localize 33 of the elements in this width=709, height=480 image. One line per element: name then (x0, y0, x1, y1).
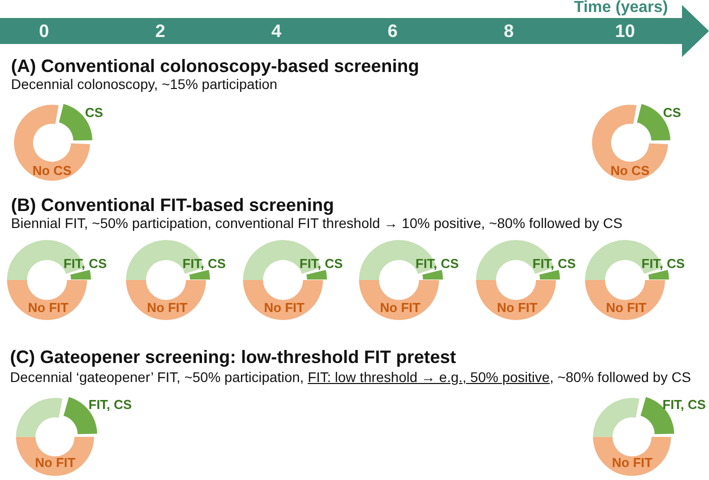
section-heading: (A) Conventional colonoscopy-based screening (11, 56, 420, 76)
segment-label: CS (84, 105, 104, 120)
segment-label: FIT, CS (300, 256, 343, 272)
tick-label: 10 (615, 21, 636, 41)
tick-label: 8 (504, 21, 514, 41)
tick-label: 2 (155, 21, 166, 41)
tick-label: 0 (39, 21, 50, 41)
section-heading: (C) Gateopener screening: low-threshold FIT pretest (10, 346, 456, 368)
segment-label: No FIT (264, 300, 304, 316)
segment-label: No FIT (28, 300, 68, 316)
segment-label: No CS (610, 163, 650, 178)
segment-label: CS (662, 105, 682, 120)
segment-label: No FIT (147, 300, 188, 316)
segment-label: No FIT (497, 300, 538, 316)
section-heading: (B) Conventional FIT-based screening (11, 194, 334, 216)
section-description: Decennial colonoscopy, ~15% participation (11, 76, 278, 92)
segment-label: No FIT (606, 300, 646, 316)
tick-label: 4 (271, 21, 282, 41)
segment-label: FIT, CS (64, 256, 107, 272)
segment-label: FIT, CS (532, 256, 576, 272)
section-description: Decennial ‘gateopener’ FIT, ~50% participation, FIT: low threshold → e.g., 50% positive, ~80% followed by CS (10, 369, 691, 385)
segment-label: FIT, CS (662, 397, 706, 412)
tick-label: 6 (388, 21, 398, 41)
segment-label: No FIT (612, 455, 652, 470)
segment-label: No CS (32, 163, 72, 178)
segment-label: No FIT (35, 455, 76, 470)
segment-label: FIT, CS (182, 256, 226, 272)
segment-label: FIT, CS (642, 256, 685, 272)
segment-label: FIT, CS (416, 256, 459, 272)
segment-label: No FIT (380, 300, 420, 316)
section-description: Biennial FIT, ~50% participation, conventional FIT threshold → 10% positive, ~80% followed by CS (11, 215, 622, 231)
axis-title: Time (years) (574, 0, 668, 16)
segment-label: FIT, CS (88, 397, 132, 412)
